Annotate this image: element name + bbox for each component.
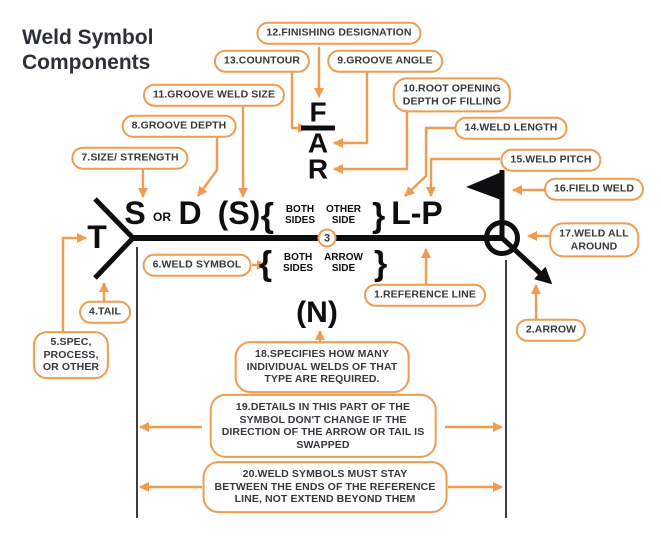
- callout-swap-note: 19.DETAILS IN THIS PART OF THE SYMBOL DO…: [209, 393, 437, 459]
- leader-arrow-groove-depth: [197, 136, 219, 197]
- both-sides-label: BOTH SIDES: [283, 252, 314, 274]
- open-brace: {: [258, 245, 273, 283]
- arrow-side-brace-group: { BOTH SIDES ARROW SIDE }: [259, 247, 387, 281]
- paren-size-letter: (S): [217, 195, 261, 231]
- callout-extent-note: 20.WELD SYMBOLS MUST STAY BETWEEN THE EN…: [202, 461, 448, 513]
- other-side-brace-group: { BOTH SIDES OTHER SIDE }: [261, 199, 385, 233]
- callout-contour: 13.COUNTOUR: [213, 49, 311, 73]
- callout-weld-length: 14.WELD LENGTH: [454, 116, 568, 140]
- finish-fraction-bar: [301, 125, 335, 131]
- leader-arrow-spec: [61, 233, 87, 333]
- arrow-line: [500, 236, 553, 285]
- callout-weld-all-around: 17.WELD ALL AROUND: [549, 222, 639, 258]
- callout-groove-angle: 9.GROOVE ANGLE: [327, 49, 443, 73]
- other-side-label: OTHER SIDE: [326, 204, 362, 226]
- open-brace: {: [260, 197, 274, 235]
- callout-weld-count-note: 18.SPECIFIES HOW MANY INDIVIDUAL WELDS O…: [234, 341, 410, 393]
- tail-letter: T: [87, 219, 107, 255]
- close-brace: }: [372, 197, 386, 235]
- or-label: OR: [153, 210, 171, 224]
- finish-angle-root-stack: F A R: [301, 96, 335, 185]
- callout-weld-symbol: 6.WELD SYMBOL: [142, 253, 252, 277]
- weld-count-label: (N): [296, 296, 338, 329]
- weld-all-around-circle: [484, 220, 520, 256]
- field-weld-flag-icon: [466, 171, 504, 201]
- arrow-side-label: ARROW SIDE: [324, 252, 363, 274]
- callout-groove-depth: 8.GROOVE DEPTH: [121, 114, 237, 138]
- leader-arrow-groove-angle: [333, 71, 369, 148]
- callout-finishing-designation: 12.FINISHING DESIGNATION: [256, 21, 422, 45]
- callout-arrow: 2.ARROW: [515, 318, 587, 342]
- single-size-letter: S: [124, 195, 146, 231]
- callout-root-opening: 10.ROOT OPENING DEPTH OF FILLING: [392, 77, 512, 113]
- callout-groove-weld-size: 11.GROOVE WELD SIZE: [142, 83, 286, 107]
- callout-field-weld: 16.FIELD WELD: [543, 177, 645, 201]
- close-brace: }: [373, 245, 388, 283]
- tail-symbol: [93, 197, 137, 280]
- leader-arrow-weld-length: [404, 126, 455, 197]
- double-size-letter: D: [178, 195, 202, 231]
- angle-letter: A: [307, 127, 329, 159]
- callout-tail: 4.TAIL: [79, 300, 131, 324]
- callout-weld-pitch: 15.WELD PITCH: [500, 148, 602, 172]
- root-letter: R: [307, 153, 329, 185]
- page-title: Weld Symbol Components: [22, 26, 154, 74]
- reference-count-badge: 3: [317, 228, 337, 248]
- both-sides-label: BOTH SIDES: [284, 204, 316, 226]
- callout-reference-line: 1.REFERENCE LINE: [364, 283, 486, 307]
- finish-letter: F: [309, 96, 327, 128]
- length-pitch-label: L-P: [391, 195, 443, 231]
- callout-size-strength: 7.SIZE/ STRENGTH: [71, 146, 189, 170]
- callout-spec-process: 5.SPEC, PROCESS, OR OTHER: [32, 331, 110, 379]
- leader-arrow-weld-pitch: [426, 157, 500, 197]
- leader-arrow-root-opening: [333, 110, 409, 174]
